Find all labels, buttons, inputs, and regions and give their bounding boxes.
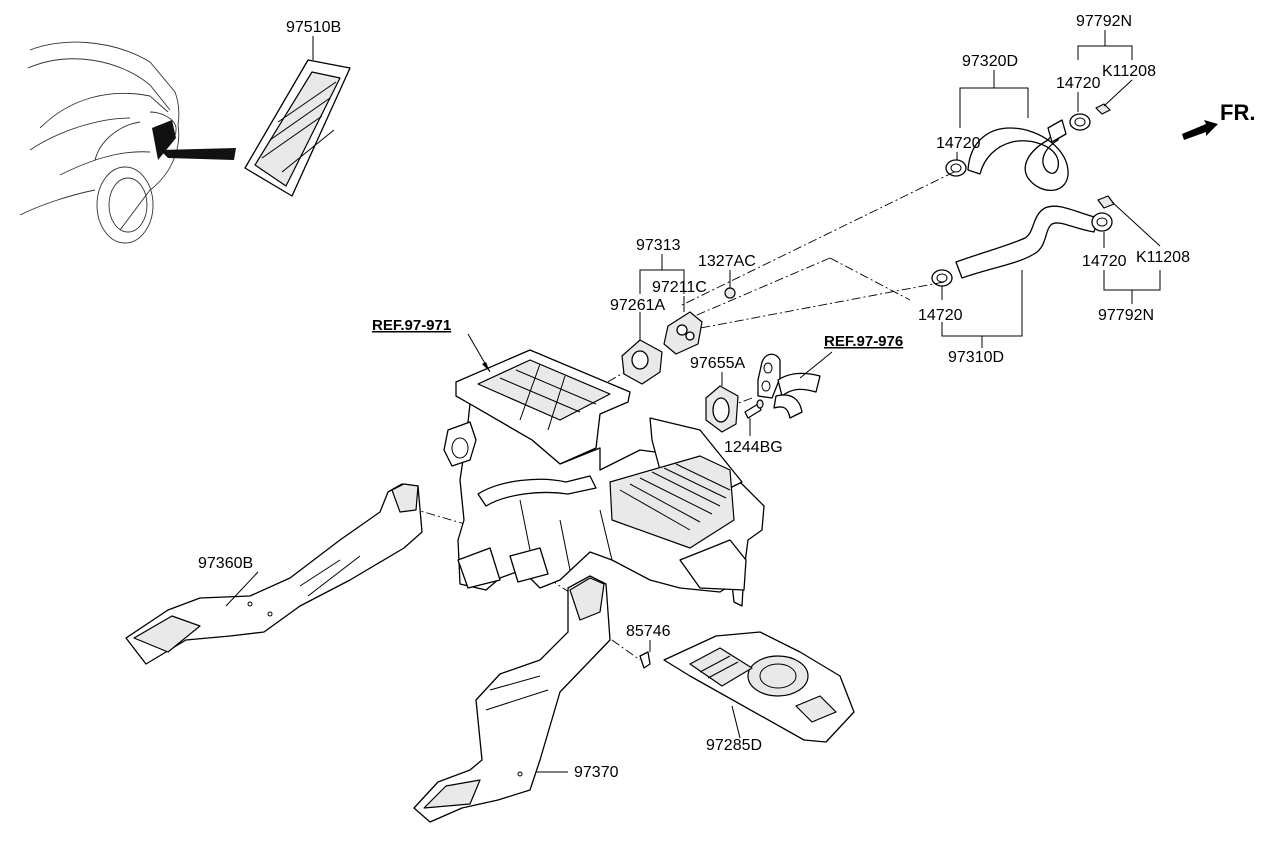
ref-label-97-971: REF.97-971: [372, 317, 451, 334]
label-97510B: 97510B: [286, 19, 341, 36]
label-97310D: 97310D: [948, 349, 1004, 366]
label-97655A: 97655A: [690, 355, 745, 372]
heater-hose-97310D: [955, 205, 1099, 279]
ref-label-97-976: REF.97-976: [824, 333, 903, 350]
label-14720-top-left: 14720: [936, 135, 981, 152]
label-14720-top-right: 14720: [1056, 75, 1101, 92]
part-labels: 97510B 97792N 97320D K11208 14720 14720 …: [198, 13, 1255, 781]
hvac-unit: [443, 349, 765, 607]
label-97261A: 97261A: [610, 297, 665, 314]
heater-hose-97320D: [967, 119, 1069, 191]
label-97285D: 97285D: [706, 737, 762, 754]
label-97320D: 97320D: [962, 53, 1018, 70]
gasket-97261A: [621, 339, 663, 385]
bolt-1244BG: [744, 399, 764, 419]
vehicle-illustration: [19, 41, 236, 244]
label-97313: 97313: [636, 237, 681, 254]
rear-duct-97360B: [125, 483, 423, 665]
label-97792N-top: 97792N: [1076, 13, 1132, 30]
label-1244BG: 1244BG: [724, 439, 783, 456]
vent-grille-97510B: [244, 59, 351, 197]
label-97792N-mid: 97792N: [1098, 307, 1154, 324]
plate-97211C: [663, 311, 703, 355]
label-97211C: 97211C: [652, 279, 707, 296]
screw-85746: [639, 651, 651, 669]
label-14720-mid-right: 14720: [1082, 253, 1127, 270]
leader-lines: [225, 30, 1161, 773]
label-K11208-top: K11208: [1102, 63, 1156, 80]
label-85746: 85746: [626, 623, 671, 640]
front-direction-arrow-icon: [1182, 120, 1218, 140]
expansion-valve-pipe: [757, 353, 821, 419]
label-K11208-mid: K11208: [1136, 249, 1190, 266]
seal-97655A: [705, 385, 739, 433]
label-14720-mid-left: 14720: [918, 307, 963, 324]
label-97360B: 97360B: [198, 555, 253, 572]
panel-97285D: [663, 631, 855, 743]
label-97370: 97370: [574, 764, 619, 781]
label-1327AC: 1327AC: [698, 253, 756, 270]
floor-duct-97370: [413, 575, 611, 823]
hose-clamp-icon: [945, 103, 1111, 177]
label-front-direction: FR.: [1220, 100, 1255, 125]
nut-1327AC: [724, 287, 736, 299]
